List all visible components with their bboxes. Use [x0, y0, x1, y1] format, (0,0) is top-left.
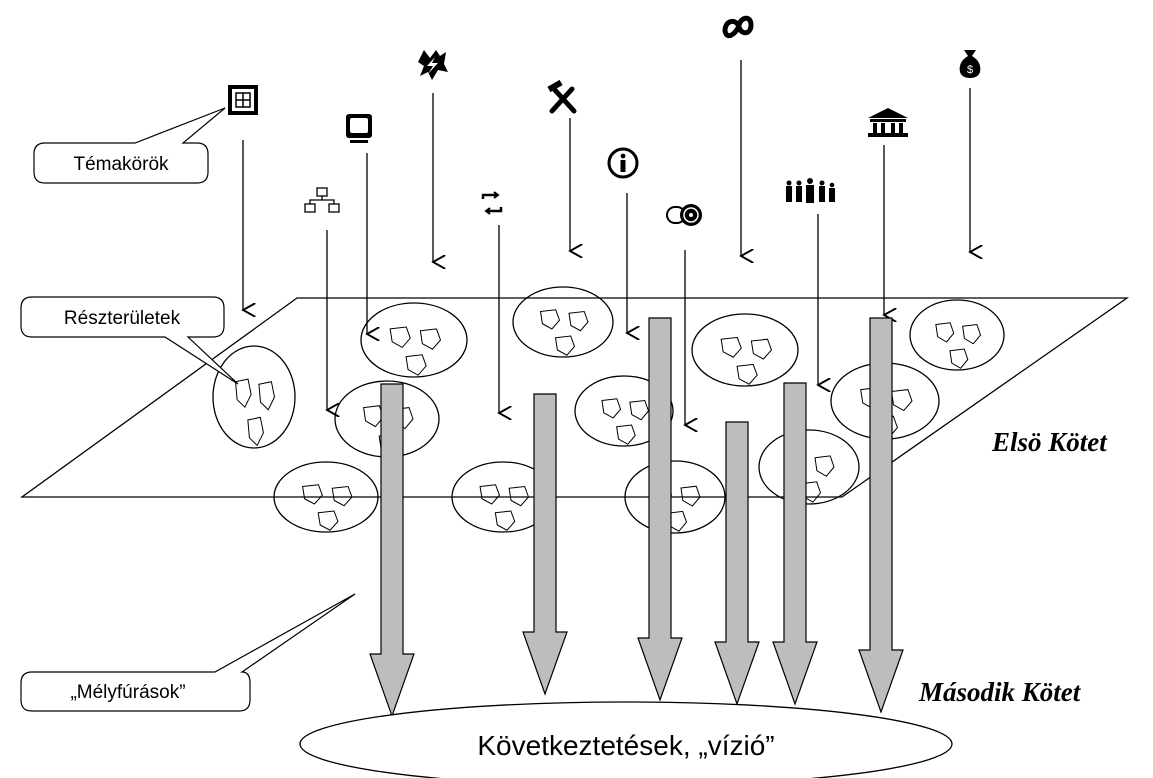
subarea-shape	[331, 485, 353, 507]
conclusion-label: Következtetések, „vízió”	[477, 730, 774, 761]
subarea-shape	[720, 336, 742, 358]
subarea-ellipse	[691, 313, 799, 387]
callout-drillings-label: „Mélyfúrások”	[70, 682, 185, 703]
subarea-ellipse	[758, 429, 860, 505]
drill-arrows	[369, 317, 904, 718]
subarea-shape	[890, 389, 913, 412]
callout-topics	[33, 107, 226, 184]
first-volume-plane	[19, 297, 1130, 498]
subarea-shape	[508, 485, 530, 507]
infinity-icon	[722, 15, 754, 39]
subarea-shape	[616, 424, 636, 445]
subarea-shape	[680, 485, 701, 507]
drill-arrow	[369, 383, 415, 718]
subarea-shape	[949, 348, 969, 369]
network-icon	[304, 187, 340, 213]
callout-subareas-label: Részterületek	[64, 308, 181, 329]
subarea-shape	[479, 484, 501, 505]
subarea-shape	[247, 416, 264, 447]
subarea-ellipse	[360, 302, 468, 378]
subarea-ellipse	[212, 345, 296, 449]
first-volume-label: Elsö Kötet	[991, 427, 1108, 457]
picture-frame-icon	[228, 85, 258, 115]
subarea-shape	[814, 455, 835, 477]
subarea-shape	[554, 335, 576, 356]
subarea-shapes	[235, 309, 982, 532]
subarea-shape	[258, 381, 276, 411]
subarea-shape	[539, 309, 561, 330]
money-bag-icon: $	[959, 50, 981, 78]
subarea-shape	[629, 399, 650, 421]
drill-arrow	[772, 382, 818, 706]
lightning-icon	[418, 50, 448, 80]
subarea-shape	[568, 310, 589, 332]
refresh-cycle-icon	[481, 191, 503, 215]
subarea-ellipse	[909, 299, 1005, 371]
family-icon	[786, 178, 835, 203]
subarea-shape	[494, 510, 516, 531]
drill-arrow	[637, 317, 683, 702]
svg-text:$: $	[967, 64, 973, 76]
drill-arrow	[714, 421, 760, 706]
tools-icon	[547, 79, 577, 114]
subarea-shape	[405, 354, 427, 376]
callout-topics-label: Témakörök	[73, 154, 169, 175]
subarea-shape	[235, 378, 252, 409]
second-volume-label: Második Kötet	[918, 677, 1082, 707]
subarea-shape	[363, 405, 384, 428]
info-icon	[607, 147, 639, 179]
conclusion-ellipse	[299, 701, 953, 778]
television-icon	[346, 114, 372, 143]
subarea-shape	[419, 328, 442, 350]
bank-icon	[868, 108, 908, 137]
subarea-shape	[750, 338, 773, 360]
subarea-ellipse	[624, 460, 726, 534]
dial-icon	[666, 204, 702, 226]
subarea-shape	[736, 363, 758, 385]
drill-arrow	[858, 317, 904, 714]
topic-arrows	[243, 60, 970, 425]
subarea-shape	[302, 484, 323, 505]
subarea-ellipse	[273, 461, 379, 533]
drill-arrow	[522, 393, 568, 696]
callout-subareas	[20, 296, 239, 385]
subarea-ellipse	[512, 286, 614, 358]
subarea-shape	[389, 326, 411, 349]
subarea-ellipse	[574, 375, 674, 447]
subarea-shape	[935, 322, 955, 343]
callout-drillings	[20, 593, 356, 712]
subarea-shape	[601, 398, 622, 419]
subarea-shape	[317, 510, 339, 531]
subarea-shape	[962, 323, 982, 345]
